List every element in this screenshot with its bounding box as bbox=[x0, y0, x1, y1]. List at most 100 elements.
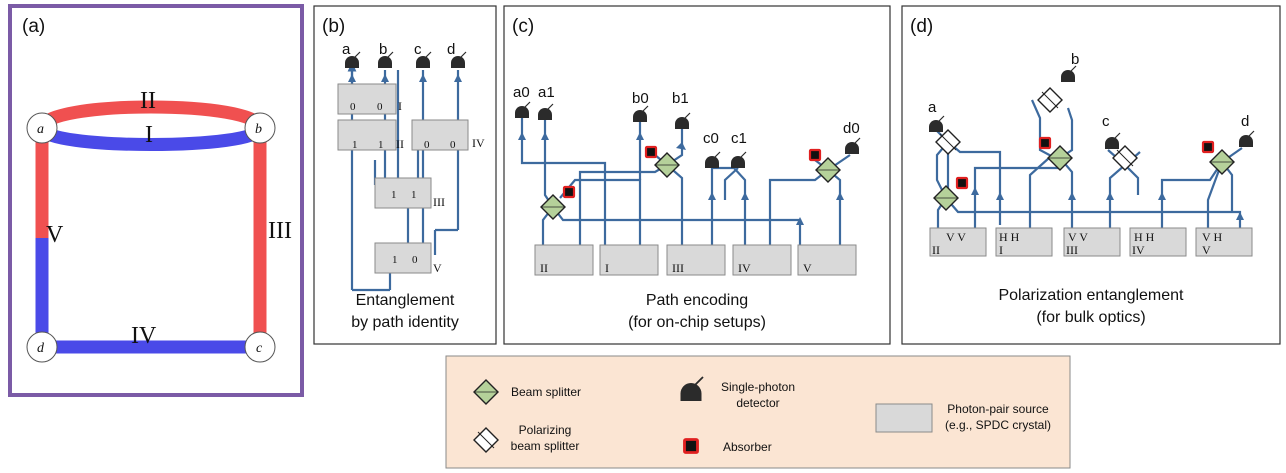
edge-label-IV: IV bbox=[131, 323, 157, 349]
wire bbox=[1206, 161, 1224, 228]
panel-d: (d) bbox=[901, 5, 1281, 345]
panel-b-label: (b) bbox=[322, 16, 345, 37]
wire bbox=[723, 167, 739, 200]
detector-label-d: d bbox=[447, 41, 455, 58]
source-value: 0 bbox=[412, 254, 418, 266]
panel-d-caption-2: (for bulk optics) bbox=[1036, 309, 1145, 326]
detector-label-c: c bbox=[414, 41, 422, 58]
source-name: V bbox=[803, 261, 812, 275]
source-name: III bbox=[672, 261, 684, 275]
source-box bbox=[929, 227, 987, 257]
detector-label-a1: a1 bbox=[538, 84, 555, 101]
source-name: III bbox=[433, 195, 445, 209]
source-name: I bbox=[398, 99, 402, 113]
panel-b-caption-1: Entanglement bbox=[356, 292, 455, 309]
arrow-head bbox=[1106, 192, 1114, 200]
source-value: 0 bbox=[424, 139, 430, 151]
panel-c: (c) bbox=[503, 5, 891, 345]
arrow-head bbox=[381, 74, 389, 82]
source-box bbox=[374, 242, 432, 274]
arrow-head bbox=[836, 192, 844, 200]
edge-label-V: V bbox=[46, 222, 64, 248]
source-box bbox=[1129, 227, 1187, 257]
panel-a-frame bbox=[8, 4, 304, 397]
legend: Beam splitter Polarizing beam splitter S… bbox=[445, 355, 1071, 469]
node-label-c: c bbox=[256, 341, 263, 356]
graph-node-d bbox=[26, 331, 58, 363]
source-value: 1 bbox=[411, 189, 417, 201]
edge-label-I: I bbox=[145, 122, 153, 148]
absorber-icon bbox=[1038, 136, 1052, 150]
wire bbox=[973, 166, 1060, 228]
arrow-head bbox=[1158, 192, 1166, 200]
graph-node-b bbox=[244, 112, 276, 144]
arrow-head bbox=[636, 132, 644, 140]
source-box bbox=[732, 244, 792, 276]
source-name: II bbox=[540, 261, 548, 275]
edge-label-II: II bbox=[140, 88, 156, 114]
source-pol: V V bbox=[946, 230, 966, 244]
detector-label-b0: b0 bbox=[632, 90, 649, 107]
legend-source-2: (e.g., SPDC crystal) bbox=[945, 418, 1051, 432]
source-value: 0 bbox=[350, 101, 356, 113]
source-box bbox=[337, 83, 397, 115]
legend-box bbox=[445, 355, 1071, 469]
source-box bbox=[1063, 227, 1121, 257]
panel-c-caption-1: Path encoding bbox=[646, 292, 748, 309]
detector-label-b: b bbox=[1071, 51, 1079, 68]
source-box bbox=[599, 244, 659, 276]
absorber-icon bbox=[644, 145, 658, 159]
source-value: 1 bbox=[378, 139, 384, 151]
source-box bbox=[995, 227, 1053, 257]
source-name: IV bbox=[738, 261, 751, 275]
detector-label-b: b bbox=[379, 41, 387, 58]
arrow-head bbox=[996, 192, 1004, 200]
arrow-head bbox=[518, 132, 526, 140]
source-box bbox=[337, 119, 397, 151]
detector-label-d: d bbox=[1241, 113, 1249, 130]
arrow-head bbox=[708, 192, 716, 200]
panel-b: (b) a b c d 0 0 I 1 1 II bbox=[313, 5, 497, 345]
source-box bbox=[1195, 227, 1253, 257]
wire bbox=[1030, 99, 1056, 159]
source-pol: H H bbox=[999, 230, 1020, 244]
legend-beam-splitter: Beam splitter bbox=[511, 385, 581, 399]
panel-b-frame bbox=[313, 5, 497, 345]
panel-a-label: (a) bbox=[22, 16, 45, 37]
source-name: I bbox=[999, 243, 1003, 257]
detector-label-b1: b1 bbox=[672, 90, 689, 107]
source-box bbox=[797, 244, 857, 276]
source-pol: V H bbox=[1202, 230, 1222, 244]
node-label-b: b bbox=[255, 122, 262, 137]
detector-label-c0: c0 bbox=[703, 130, 719, 147]
detector-label-a0: a0 bbox=[513, 84, 530, 101]
wire bbox=[1124, 164, 1140, 195]
legend-source-1: Photon-pair source bbox=[947, 402, 1049, 416]
absorber-icon bbox=[955, 176, 969, 190]
legend-pbs-2: beam splitter bbox=[511, 439, 580, 453]
source-name: V bbox=[433, 261, 442, 275]
source-value: 1 bbox=[352, 139, 358, 151]
legend-detector-1: Single-photon bbox=[721, 380, 795, 394]
panel-d-label: (d) bbox=[910, 16, 933, 37]
arrow-head bbox=[454, 74, 462, 82]
source-name: II bbox=[932, 243, 940, 257]
wire bbox=[1160, 161, 1223, 228]
wire bbox=[1108, 164, 1126, 228]
source-value: 1 bbox=[392, 254, 398, 266]
arrow-head bbox=[541, 132, 549, 140]
detector-label-c: c bbox=[1102, 113, 1110, 130]
arrow-head bbox=[1236, 212, 1244, 220]
absorber-icon bbox=[562, 185, 576, 199]
panel-c-caption-2: (for on-chip setups) bbox=[628, 314, 766, 331]
panel-b-caption-2: by path identity bbox=[351, 314, 459, 331]
detector-label-d0: d0 bbox=[843, 120, 860, 137]
legend-absorber: Absorber bbox=[723, 440, 772, 454]
detector-label-c1: c1 bbox=[731, 130, 747, 147]
source-name: III bbox=[1066, 243, 1078, 257]
source-pol: V V bbox=[1068, 230, 1088, 244]
source-value: 0 bbox=[450, 139, 456, 151]
arrow-head bbox=[971, 187, 979, 195]
graph-node-a bbox=[26, 112, 58, 144]
panel-c-label: (c) bbox=[512, 16, 534, 37]
